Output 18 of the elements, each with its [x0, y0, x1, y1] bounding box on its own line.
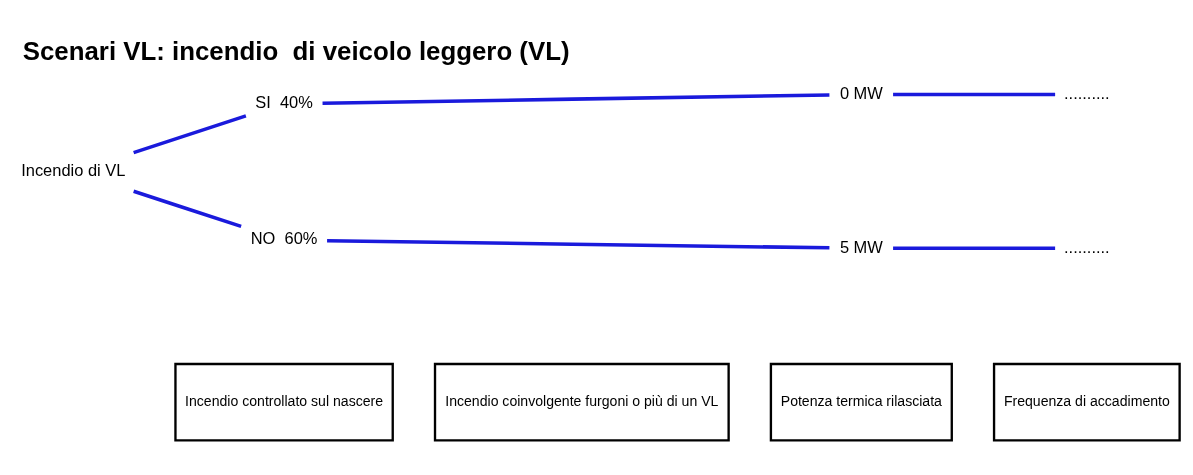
- node-text: 0 MW: [839, 83, 883, 102]
- label: Frequenza di accadimento: [1003, 392, 1170, 409]
- node-text: 5 MW: [839, 237, 883, 256]
- label: Potenza termica rilasciata: [780, 392, 942, 409]
- node-text: Incendio di VL: [21, 160, 126, 179]
- connector: [133, 189, 242, 228]
- connector: [322, 92, 830, 105]
- connector: [893, 246, 1056, 250]
- label: Incendio controllato sul nascere: [185, 392, 384, 409]
- node-text: ..........: [1064, 237, 1110, 256]
- diagram-title: Scenari VL: incendio di veicolo leggero (VL): [22, 36, 570, 65]
- node-text: ..........: [1064, 83, 1110, 102]
- label: Incendio coinvolgente furgoni o più di un VL: [445, 392, 719, 409]
- node-text: SI 40%: [255, 92, 313, 111]
- connector: [133, 113, 247, 154]
- connector: [893, 92, 1056, 96]
- connector: [327, 238, 830, 250]
- node-text: NO 60%: [250, 228, 318, 247]
